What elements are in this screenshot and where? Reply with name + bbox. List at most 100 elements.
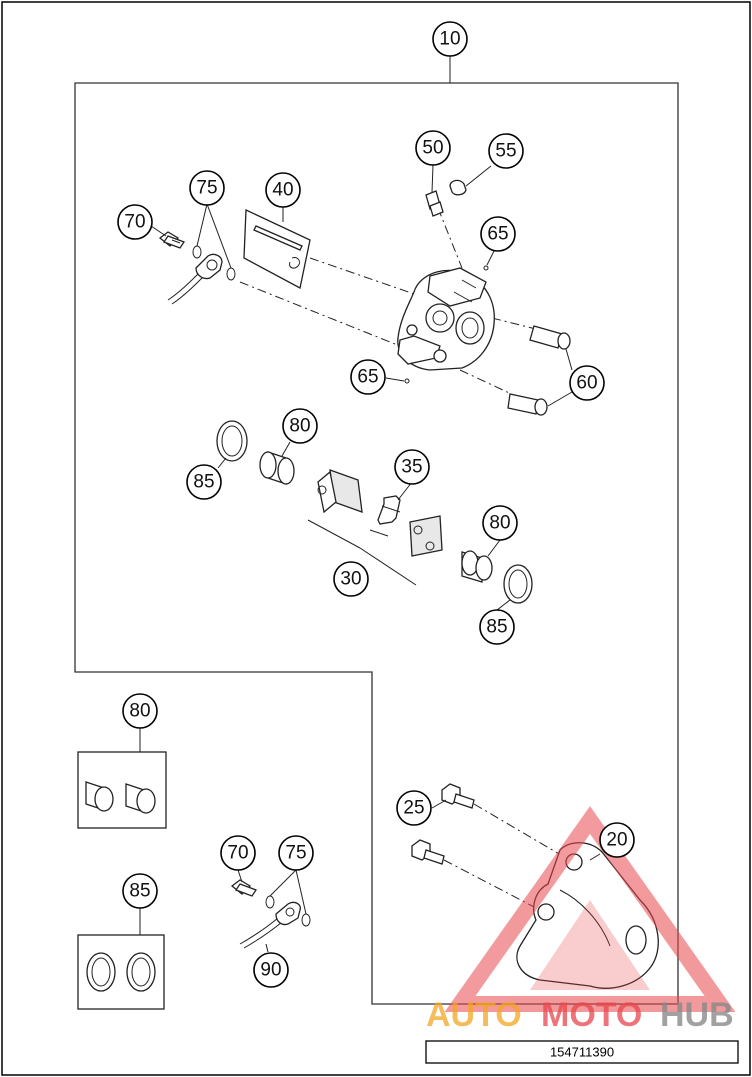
piston-kit-item-1: [85, 781, 114, 812]
callout-c80c: 80: [122, 693, 158, 729]
callout-label: 80: [489, 513, 510, 534]
callout-c60: 60: [569, 365, 605, 401]
callout-label: 80: [129, 701, 150, 722]
assembly-frame: [74, 82, 679, 1005]
guide-line-4: [491, 317, 541, 331]
leader-80b: [487, 539, 501, 557]
callout-label: 30: [340, 569, 361, 590]
callout-circle: [479, 609, 515, 645]
piston-left: [259, 451, 295, 485]
callout-circle: [415, 130, 451, 166]
callout-c40: 40: [265, 172, 301, 208]
callout-c70a: 70: [117, 204, 153, 240]
leader-35: [397, 481, 413, 501]
callout-label: 85: [129, 881, 150, 902]
brake-pad-right: [409, 515, 443, 557]
leader-50: [431, 164, 434, 193]
callout-c25: 25: [396, 790, 432, 826]
callout-circle: [394, 449, 430, 485]
plug-small-a: [483, 265, 489, 271]
callout-label: 65: [487, 224, 508, 245]
pad-set-bracket: [307, 519, 417, 586]
callout-c70b: 70: [220, 835, 256, 871]
callout-label: 90: [260, 960, 281, 981]
slide-pin-lower: [507, 393, 548, 416]
leader-65a: [486, 250, 495, 266]
leader-70b: [237, 869, 243, 883]
callout-circle: [432, 21, 468, 57]
callout-c10: 10: [432, 21, 468, 57]
callout-c85a: 85: [186, 464, 222, 500]
callout-c75b: 75: [278, 835, 314, 871]
bleed-valve: [425, 190, 444, 217]
leader-55: [465, 165, 492, 187]
guide-line-3: [437, 207, 463, 269]
callout-label: 60: [576, 373, 597, 394]
callout-circle: [599, 822, 635, 858]
callout-label: 75: [196, 178, 217, 199]
leader-20: [589, 853, 601, 861]
callout-c85b: 85: [479, 609, 515, 645]
callout-label: 55: [495, 141, 516, 162]
callout-label: 40: [272, 180, 293, 201]
washer-bottom-a: [265, 895, 275, 909]
pin-kit-pin: [253, 225, 303, 251]
callout-c65b: 65: [350, 359, 386, 395]
callout-label: 50: [422, 138, 443, 159]
callout-label: 70: [124, 212, 145, 233]
banjo-bolt-bottom: [230, 879, 257, 897]
bracket-bolt-lower: [411, 839, 445, 865]
callout-label: 85: [486, 617, 507, 638]
slide-pin-upper: [529, 325, 571, 350]
callout-c75a: 75: [189, 170, 225, 206]
leader-75a-1: [196, 203, 208, 247]
callout-c65a: 65: [480, 216, 516, 252]
callout-circle: [265, 172, 301, 208]
seal-ring-right: [503, 564, 533, 604]
callout-c30: 30: [333, 561, 369, 597]
callout-c20: 20: [599, 822, 635, 858]
leader-80a: [281, 441, 291, 457]
callout-circle: [186, 464, 222, 500]
pad-spring: [369, 495, 401, 537]
leader-75b-2: [295, 869, 307, 915]
bracket-bolt-upper: [441, 783, 475, 809]
callout-c35: 35: [394, 449, 430, 485]
caliper-housing: [397, 267, 495, 371]
leader-25: [431, 799, 447, 809]
leader-75b-1: [269, 869, 297, 897]
plug-small-b: [404, 378, 410, 384]
callout-circle: [480, 216, 516, 252]
callout-circle: [220, 835, 256, 871]
callout-circle: [482, 505, 518, 541]
brake-line-top: [167, 253, 223, 305]
bleed-cap: [449, 179, 467, 196]
callout-circle: [396, 790, 432, 826]
callout-layer: 10 40 75 70 50 55 65 65 60 80 85 35 80 30 85 80 85 70 75 90…: [117, 21, 635, 988]
callout-c55: 55: [488, 133, 524, 169]
leader-85a: [217, 457, 227, 469]
leader-90: [265, 943, 269, 953]
seal-kit-item-1: [86, 952, 116, 992]
callout-label: 25: [403, 798, 424, 819]
brake-pad-left: [317, 469, 363, 514]
leader-75a-2: [206, 203, 232, 269]
guide-line-6: [473, 803, 567, 859]
leader-85b: [496, 599, 511, 611]
callout-c85c: 85: [122, 873, 158, 909]
callout-circle: [488, 133, 524, 169]
callout-circle: [253, 952, 289, 988]
callout-label: 80: [289, 416, 310, 437]
leader-60-1: [565, 348, 573, 371]
washer-top-b: [226, 267, 236, 281]
callout-label: 20: [606, 830, 627, 851]
guide-line-1: [309, 257, 421, 297]
watermark-text-hub: HUB: [660, 996, 734, 1034]
guide-line-5: [459, 369, 521, 399]
watermark-text-moto: MOTO: [541, 996, 642, 1034]
callout-circle: [282, 408, 318, 444]
callout-c50: 50: [415, 130, 451, 166]
piston-kit-item-2: [125, 783, 156, 814]
callout-c80a: 80: [282, 408, 318, 444]
